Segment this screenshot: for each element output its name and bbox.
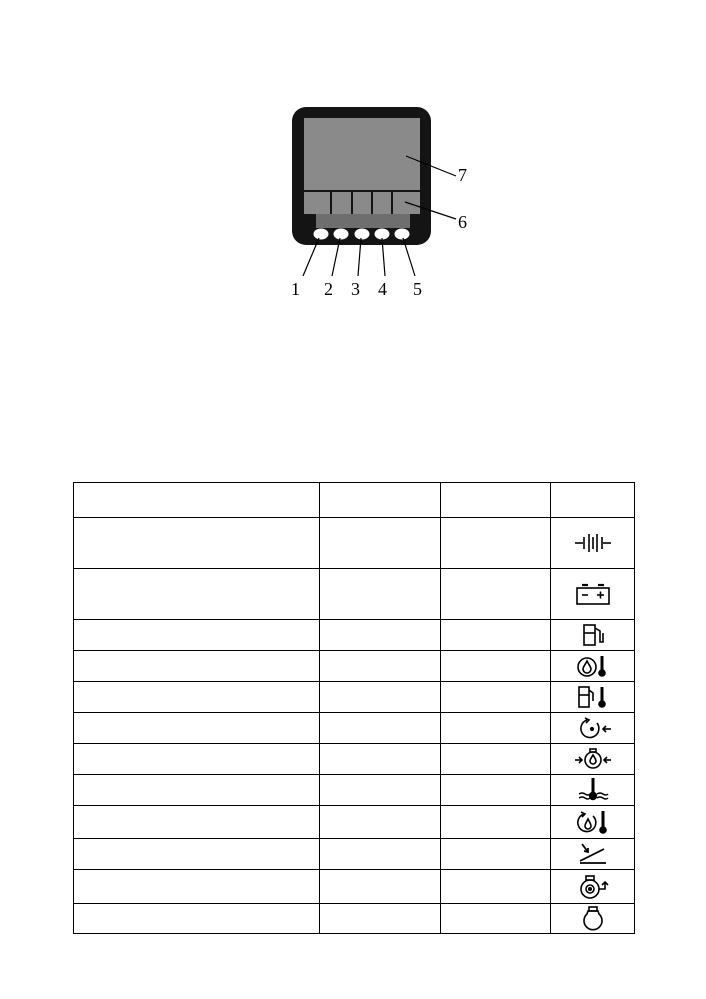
button-2[interactable]: [333, 228, 349, 240]
table-row: [73, 568, 635, 620]
alternator-icon: [550, 517, 635, 569]
leader-lines: [302, 155, 457, 277]
table-row: [73, 774, 635, 806]
button-4[interactable]: [374, 228, 390, 240]
display-screen: [304, 118, 420, 190]
engine-speed-icon: [550, 869, 635, 904]
header-cell: [319, 482, 441, 518]
button-1[interactable]: [313, 228, 329, 240]
fuel-level-icon: [550, 619, 635, 651]
battery-icon: [550, 568, 635, 620]
engine-icon: [550, 903, 635, 934]
callout-5: 5: [413, 279, 422, 299]
table-row: [73, 517, 635, 569]
callout-6: 6: [458, 212, 467, 232]
header-cell: [440, 482, 551, 518]
table-row: [73, 869, 635, 904]
table-row: [73, 743, 635, 775]
table-row: [73, 903, 635, 934]
callout-4: 4: [378, 279, 387, 299]
table-row: [73, 650, 635, 682]
header-cell: [550, 482, 635, 518]
table-row: [73, 712, 635, 744]
symbol-table: [73, 482, 635, 934]
boost-pressure-icon: [550, 712, 635, 744]
display-figure: 1 2 3 4 5 6 7: [291, 107, 467, 299]
callout-3: 3: [351, 279, 360, 299]
button-3[interactable]: [354, 228, 370, 240]
transmission-oil-temperature-icon: [550, 805, 635, 839]
softkey-label-row: [304, 192, 420, 214]
callout-7: 7: [458, 165, 467, 185]
callout-2: 2: [324, 279, 333, 299]
callout-1: 1: [291, 279, 300, 299]
header-cell: [73, 482, 320, 518]
table-row: [73, 838, 635, 870]
table-row: [73, 619, 635, 651]
throttle-position-icon: [550, 838, 635, 870]
oil-pressure-icon: [550, 743, 635, 775]
oil-temperature-icon: [550, 650, 635, 682]
table-header-row: [73, 482, 635, 518]
table-row: [73, 805, 635, 839]
fuel-temperature-icon: [550, 681, 635, 713]
table-row: [73, 681, 635, 713]
coolant-temperature-icon: [550, 774, 635, 806]
button-5[interactable]: [394, 228, 410, 240]
